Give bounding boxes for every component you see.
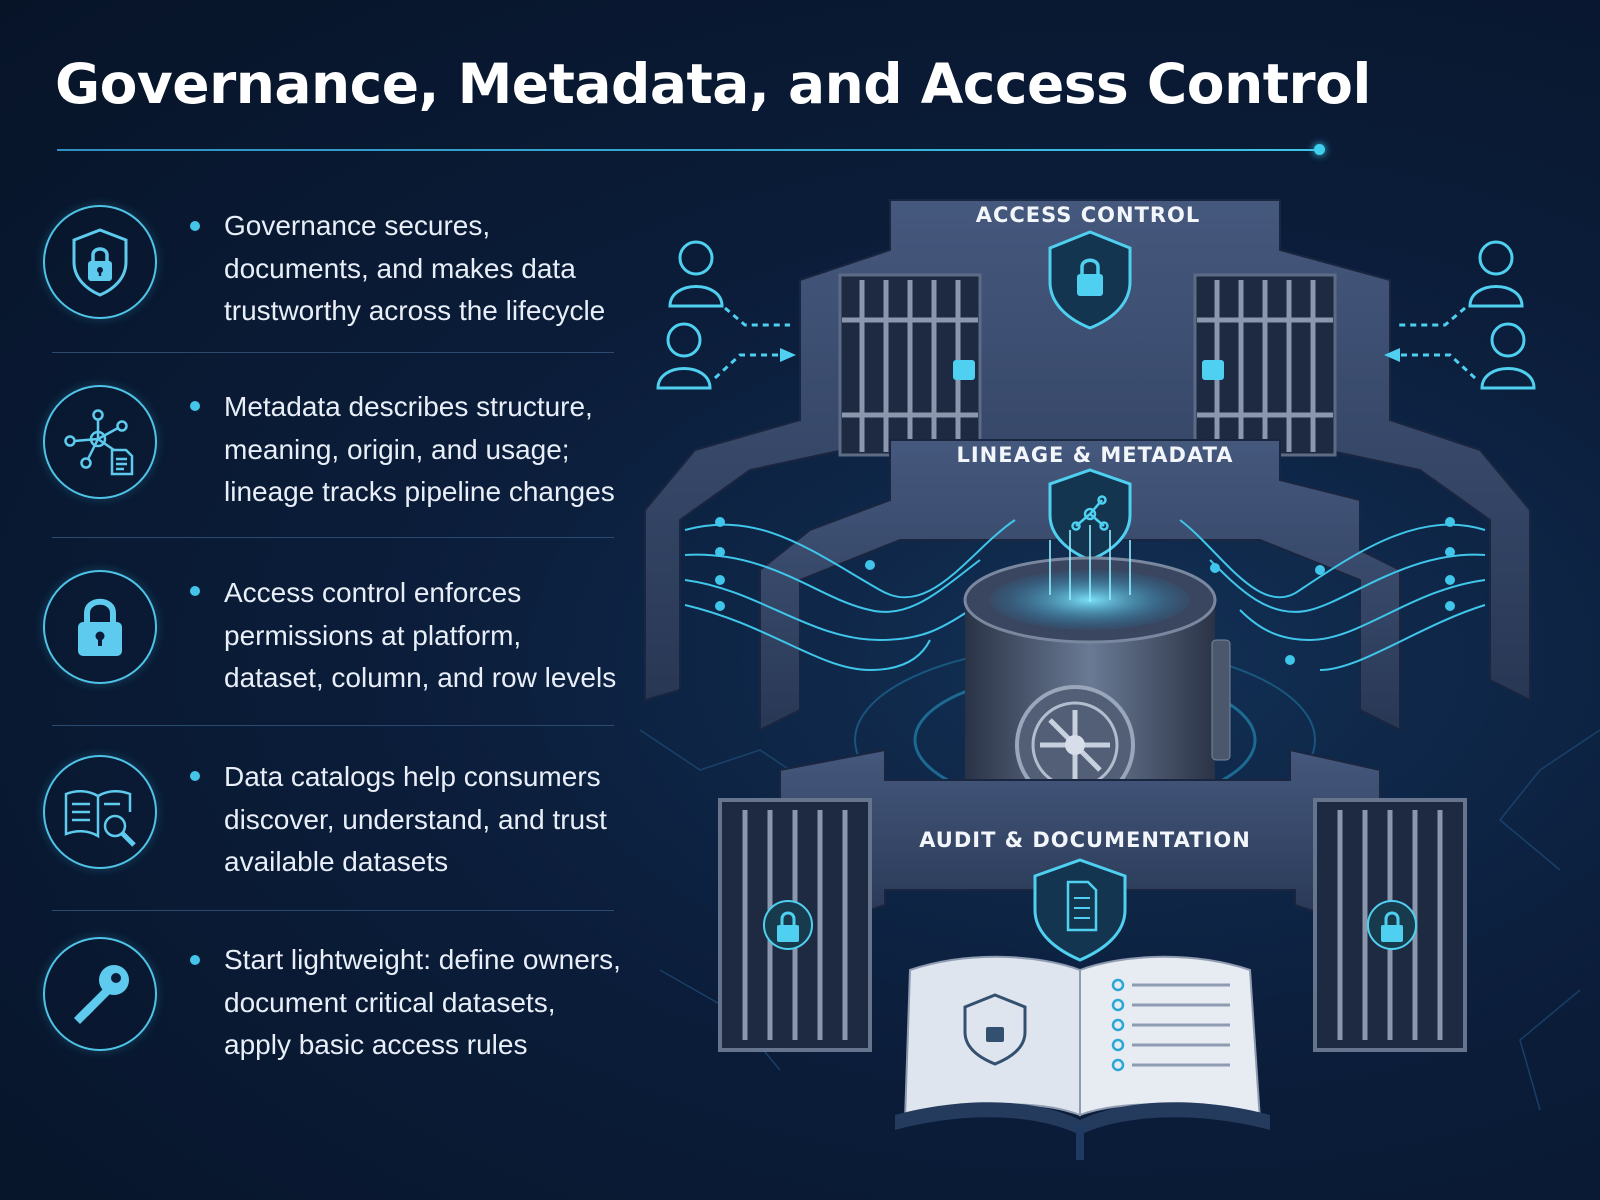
title-underline bbox=[57, 149, 1319, 151]
lineage-lines bbox=[684, 519, 1486, 672]
user-icon bbox=[1480, 322, 1536, 390]
gate-lock-icon bbox=[1202, 360, 1224, 380]
bullet-text: Governance secures, documents, and makes… bbox=[224, 210, 606, 326]
audit-book-icon bbox=[895, 955, 1270, 1160]
arrow-icon bbox=[780, 348, 796, 362]
gate-right bbox=[1193, 273, 1337, 457]
middle-wall: LINEAGE & METADATA bbox=[759, 439, 1401, 732]
bullet-dot bbox=[190, 221, 200, 231]
fortress-illustration: ACCESS CONTROL bbox=[640, 199, 1600, 1160]
bullet-dot bbox=[190, 955, 200, 965]
gate-front-left bbox=[718, 798, 872, 1052]
user-icon bbox=[1468, 240, 1524, 308]
divider bbox=[52, 910, 614, 911]
outer-ring-label: ACCESS CONTROL bbox=[976, 203, 1201, 227]
key-icon bbox=[43, 937, 157, 1051]
arrow-icon bbox=[1384, 348, 1400, 362]
user-icon bbox=[656, 322, 712, 390]
bullet-dot bbox=[190, 771, 200, 781]
bullet-text: Metadata describes structure, meaning, o… bbox=[224, 391, 615, 507]
inner-ring-label: AUDIT & DOCUMENTATION bbox=[919, 828, 1251, 852]
middle-ring-label: LINEAGE & METADATA bbox=[956, 443, 1233, 467]
page-title: Governance, Metadata, and Access Control bbox=[55, 52, 1371, 116]
data-vault bbox=[963, 525, 1231, 820]
bullet-text: Access control enforces permissions at p… bbox=[224, 577, 617, 693]
bullet-text: Start lightweight: define owners, docume… bbox=[224, 944, 621, 1060]
bullet-dot bbox=[190, 586, 200, 596]
divider bbox=[52, 537, 614, 538]
book-search-icon bbox=[43, 755, 157, 869]
bullet-dot bbox=[190, 401, 200, 411]
document-shield-icon bbox=[1033, 858, 1127, 962]
user-icon bbox=[668, 240, 724, 308]
gate-front-right bbox=[1313, 798, 1467, 1052]
shield-lock-icon bbox=[43, 205, 157, 319]
outer-shield-icon bbox=[1048, 230, 1132, 330]
padlock-icon bbox=[43, 570, 157, 684]
title-underline-dot bbox=[1314, 144, 1325, 155]
bullet-text: Data catalogs help consumers discover, u… bbox=[224, 761, 607, 877]
inner-wall: AUDIT & DOCUMENTATION bbox=[779, 748, 1381, 927]
network-document-icon bbox=[43, 385, 157, 499]
lineage-nodes bbox=[715, 517, 1455, 665]
divider bbox=[52, 725, 614, 726]
governance-diagram: ACCESS CONTROL bbox=[640, 170, 1600, 1200]
divider bbox=[52, 352, 614, 353]
gate-lock-icon bbox=[953, 360, 975, 380]
